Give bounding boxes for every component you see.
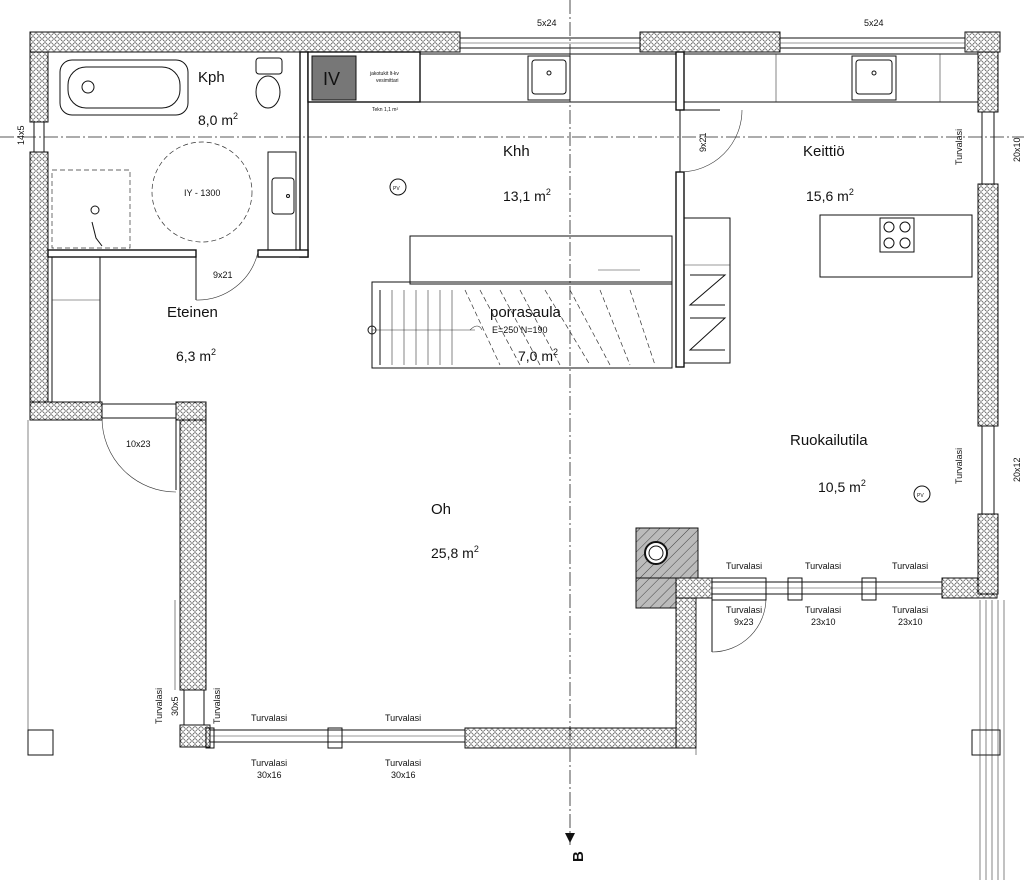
section-marker-arrow (565, 833, 575, 843)
right-window-2-label: 20x12 (1012, 457, 1022, 482)
room-name-oh: Oh (431, 501, 451, 518)
door-kph-label: 9x21 (213, 270, 233, 280)
top-window-2-label: 5x24 (864, 18, 884, 28)
room-area-kph: 8,0 m2 (198, 111, 238, 128)
stair-note: E=250 N=190 (492, 325, 548, 335)
kitchen-island (819, 214, 973, 278)
window-sashes (205, 577, 877, 749)
pv-symbol-ruokailu (913, 485, 931, 503)
sink-keittio (851, 55, 897, 101)
turvalasi-top-1: Turvalasi (726, 561, 762, 571)
room-area-oh: 25,8 m2 (431, 544, 479, 561)
room-name-eteinen: Eteinen (167, 304, 218, 321)
right-window-1-label: 20x10 (1012, 137, 1022, 162)
opening-labels: 5x24 5x24 14x5 20x10 20x12 9x21 9x21 10x… (16, 18, 1022, 780)
turvalasi-23x10-2a: Turvalasi (892, 605, 928, 615)
turvalasi-9x23-a: Turvalasi (726, 605, 762, 615)
left-turvalasi-a: Turvalasi (154, 688, 164, 724)
tekn-label: Tekn 1,1 m² (372, 107, 398, 113)
room-area-eteinen: 6,3 m2 (176, 347, 216, 364)
section-marker-label: B (570, 851, 587, 862)
room-area-khh: 13,1 m2 (503, 187, 551, 204)
bottom-window-2-a: Turvalasi (385, 758, 421, 768)
technical-labels: IV jakotukit lt-kv vesimittari Tekn 1,1 … (184, 69, 924, 499)
bottom-turvalasi-1: Turvalasi (251, 713, 287, 723)
staircase (367, 235, 673, 369)
room-area-ruokailutila: 10,5 m2 (818, 478, 866, 495)
exterior-walls (29, 31, 1001, 749)
fireplace (635, 527, 699, 609)
interior-walls (47, 51, 685, 403)
sink-khh (527, 55, 571, 101)
door-entry (101, 403, 177, 493)
door-terrace (711, 597, 767, 653)
iv-label: IV (323, 69, 340, 89)
iv-unit (311, 55, 357, 101)
door-keittio-label: 9x21 (698, 132, 708, 152)
turvalasi-23x10-2b: 23x10 (898, 617, 923, 627)
turvalasi-23x10-1a: Turvalasi (805, 605, 841, 615)
turvalasi-9x23-b: 9x23 (734, 617, 754, 627)
iy-label: IY - 1300 (184, 188, 220, 198)
room-name-khh: Khh (503, 143, 530, 160)
right-turvalasi-1: Turvalasi (954, 129, 964, 165)
bathtub (59, 59, 189, 116)
door-kph (195, 251, 259, 301)
room-name-keittio: Keittiö (803, 143, 845, 160)
pv-label-khh: PV (393, 186, 400, 192)
right-turvalasi-2: Turvalasi (954, 448, 964, 484)
left-turvalasi-b: 30x5 (170, 696, 180, 716)
room-name-ruokailutila: Ruokailutila (790, 432, 868, 449)
bottom-window-2-b: 30x16 (391, 770, 416, 780)
washbasin-kph (267, 151, 297, 251)
shower (51, 169, 131, 249)
bottom-turvalasi-2: Turvalasi (385, 713, 421, 723)
room-area-keittio: 15,6 m2 (806, 187, 854, 204)
bottom-window-1-b: 30x16 (257, 770, 282, 780)
pv-symbol-khh (389, 178, 407, 196)
jakotukki-label-2: vesimittari (376, 78, 399, 84)
terrace-deck (695, 600, 1005, 880)
door-keittio (679, 109, 743, 173)
toilet (255, 57, 283, 109)
room-area-porrasaula: 7,0 m2 (518, 347, 558, 364)
turvalasi-23x10-1b: 23x10 (811, 617, 836, 627)
left-turvalasi-c: Turvalasi (212, 688, 222, 724)
turvalasi-top-2: Turvalasi (805, 561, 841, 571)
room-name-porrasaula: porrasaula (490, 304, 562, 321)
room-labels: Kph 8,0 m2 Khh 13,1 m2 Keittiö 15,6 m2 E… (167, 69, 868, 561)
turvalasi-top-3: Turvalasi (892, 561, 928, 571)
sauna-heater (151, 141, 253, 243)
room-name-kph: Kph (198, 69, 225, 86)
kitchen-counter-top (419, 53, 979, 103)
tall-cabinets (683, 217, 731, 364)
pv-label-ruokailu: PV (917, 493, 924, 499)
top-window-1-label: 5x24 (537, 18, 557, 28)
door-entry-label: 10x23 (126, 439, 151, 449)
jakotukki-label-1: jakotukit lt-kv (369, 71, 399, 77)
left-window-label: 14x5 (16, 125, 26, 145)
bottom-window-1-a: Turvalasi (251, 758, 287, 768)
